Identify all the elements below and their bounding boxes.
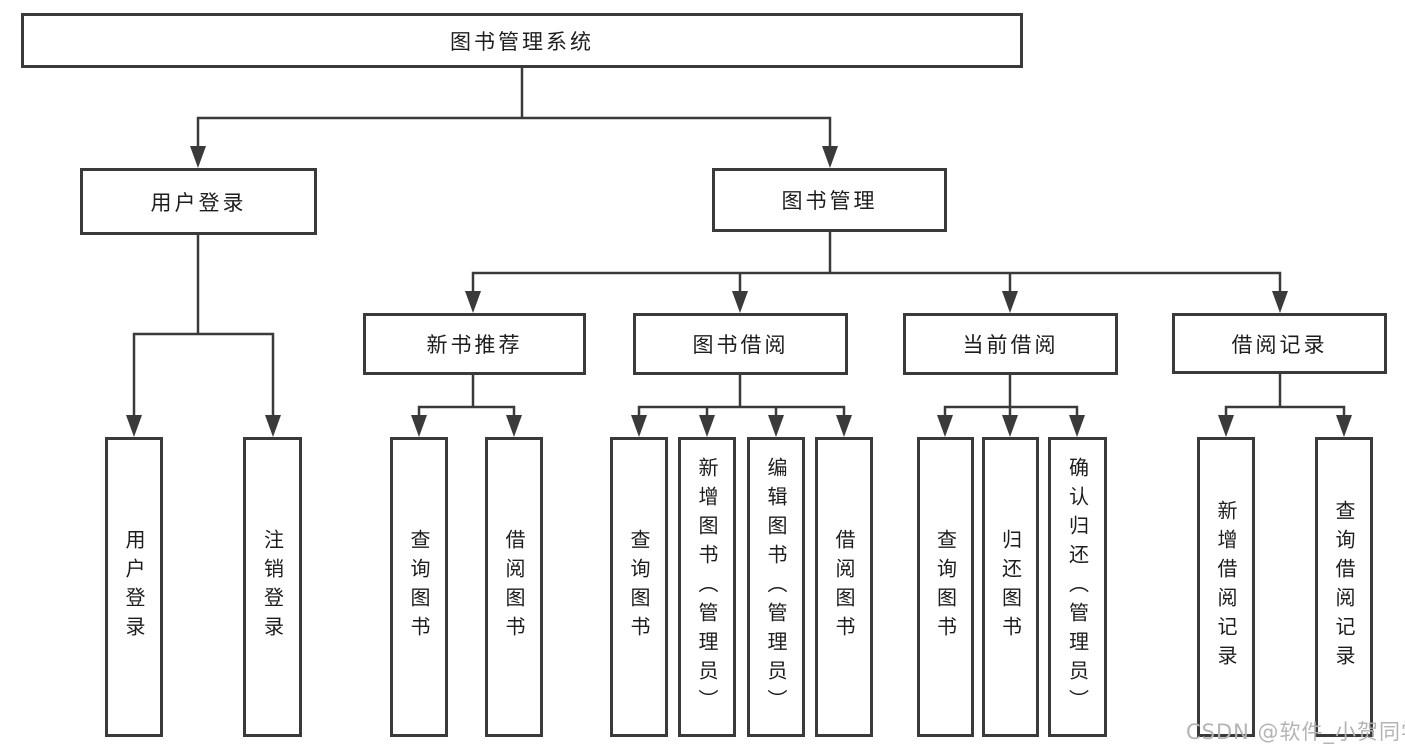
tree-edges: [132, 68, 1346, 421]
leaf-return-books: 归还图书: [982, 437, 1039, 737]
leaf-query-books-recommend: 查询图书: [390, 437, 448, 737]
node-book-management: 图书管理: [712, 168, 947, 232]
leaf-confirm-return-admin: 确认归还（管理员）: [1048, 437, 1107, 737]
leaf-borrow-books: 借阅图书: [815, 437, 873, 737]
leaf-add-borrow-record: 新增借阅记录: [1197, 437, 1255, 737]
watermark: CSDN @软件_小贺同学: [1186, 720, 1405, 744]
node-new-book-recommend: 新书推荐: [363, 313, 586, 375]
leaf-query-books-current: 查询图书: [917, 437, 974, 737]
node-book-borrowing: 图书借阅: [633, 313, 848, 375]
node-user-login: 用户登录: [80, 168, 317, 235]
leaf-edit-books-admin: 编辑图书（管理员）: [747, 437, 805, 737]
leaf-logout: 注销登录: [243, 437, 302, 737]
node-borrowing-records: 借阅记录: [1172, 313, 1387, 374]
node-current-borrowing: 当前借阅: [903, 313, 1118, 375]
arrowheads: [126, 146, 1352, 437]
leaf-query-borrow-record: 查询借阅记录: [1315, 437, 1373, 737]
leaf-add-books-admin: 新增图书（管理员）: [678, 437, 736, 737]
leaf-query-books-borrowing: 查询图书: [610, 437, 668, 737]
leaf-borrow-books-recommend: 借阅图书: [485, 437, 543, 737]
leaf-user-login: 用户登录: [105, 437, 163, 737]
node-library-management-system: 图书管理系统: [21, 13, 1023, 68]
